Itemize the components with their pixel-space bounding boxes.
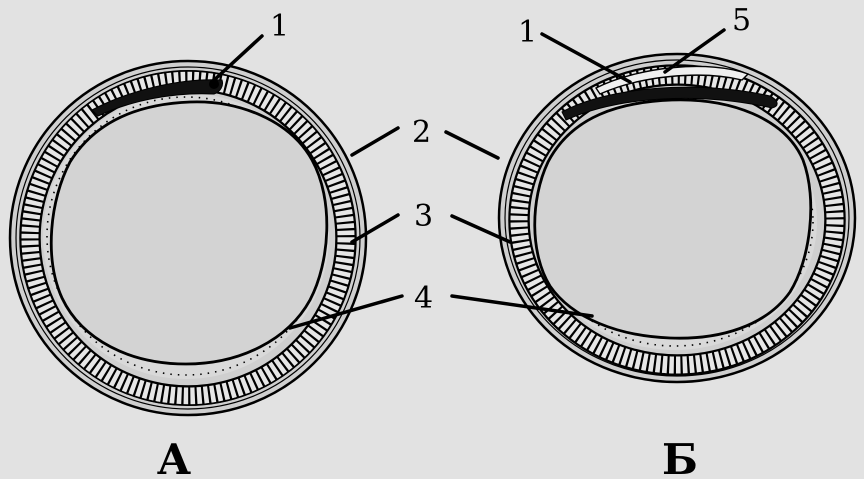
vessel-b-cap xyxy=(594,65,750,95)
vessel-b-deposit xyxy=(561,86,778,121)
leader-b-4 xyxy=(450,294,594,318)
leader-a-4 xyxy=(288,294,404,330)
leader-b-2 xyxy=(444,130,500,160)
label-3: 3 xyxy=(414,199,433,234)
vessel-a-lumen xyxy=(49,100,329,366)
label-b-5: 5 xyxy=(732,3,751,38)
vessel-a xyxy=(8,59,368,417)
leader-a-2 xyxy=(350,126,400,157)
leader-b-1 xyxy=(540,32,632,84)
leader-lines xyxy=(210,28,726,330)
label-4: 4 xyxy=(414,281,433,316)
caption-a: А xyxy=(157,435,191,479)
leader-a-3 xyxy=(350,213,400,244)
vessel-a-deposit xyxy=(91,79,223,117)
label-2: 2 xyxy=(412,115,431,150)
leader-b-5 xyxy=(663,28,726,74)
caption-b: Б xyxy=(662,435,698,479)
label-b-1: 1 xyxy=(518,15,537,50)
vessel-b xyxy=(497,52,857,384)
vessel-b-lumen xyxy=(533,98,813,340)
leader-a-1 xyxy=(210,34,264,84)
leader-b-3 xyxy=(450,214,512,244)
label-a-1: 1 xyxy=(270,9,289,44)
